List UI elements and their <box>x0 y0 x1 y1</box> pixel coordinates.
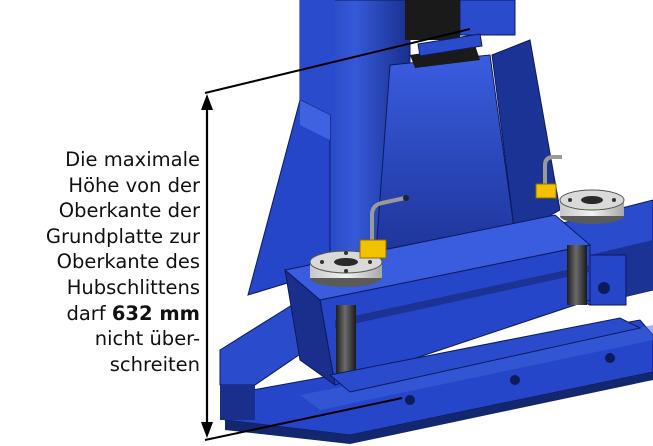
caption-line: Oberkante der <box>58 199 200 223</box>
lock-latch-icon <box>359 195 409 259</box>
double-arrow-vertical-icon <box>201 94 213 438</box>
caption-prefix: darf <box>66 301 112 325</box>
carriage-bottom-plate <box>328 317 642 405</box>
column-brace-left <box>247 99 331 296</box>
max-height-value: 632 mm <box>111 301 200 325</box>
rubber-pad-left <box>336 305 356 375</box>
dimension-leader-bottom <box>204 397 403 441</box>
caption-line: Höhe von der <box>68 173 200 197</box>
caption-line: nicht über- <box>94 327 200 351</box>
lift-arm-right <box>554 199 653 306</box>
dimension-caption: Die maximale Höhe von der Oberkante der … <box>0 147 200 377</box>
caption-line: schreiten <box>109 352 200 376</box>
caption-line: Grundplatte zur <box>45 224 200 248</box>
caption-line: Oberkante des <box>56 250 200 274</box>
caption-line: Die maximale <box>65 148 200 171</box>
dimension-leader-top <box>204 28 471 94</box>
lock-latch-icon <box>535 155 562 199</box>
turntable-disc-right <box>559 189 625 224</box>
caption-line: darf 632 mm <box>0 301 200 327</box>
rubber-pad-right <box>567 245 587 305</box>
caption-line: Hubschlittens <box>66 275 200 299</box>
